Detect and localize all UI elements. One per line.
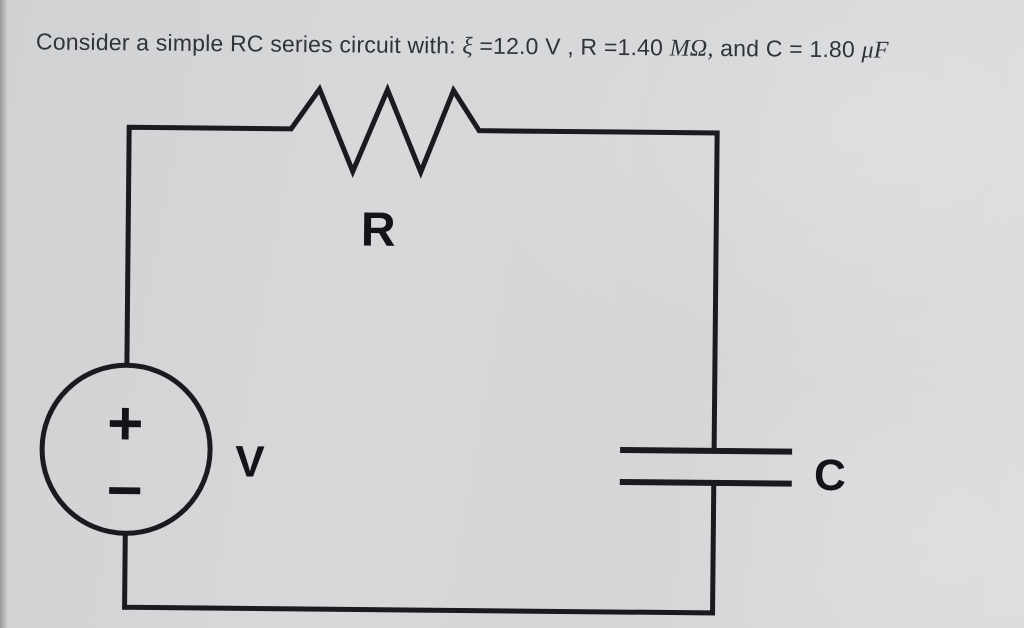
source-label: V <box>235 437 265 486</box>
photo-left-edge <box>0 0 8 628</box>
wire-bottom <box>122 482 717 616</box>
resistor-label: R <box>361 204 396 257</box>
voltage-source-circle <box>39 362 213 536</box>
source-plus-sign: + <box>107 389 144 458</box>
capacitor-top-plate <box>620 447 793 455</box>
source-minus-sign: − <box>106 456 143 525</box>
capacitor-label: C <box>814 451 846 500</box>
capacitor-bottom-plate <box>619 479 792 487</box>
wire-top-and-resistor-zigzag <box>124 83 720 451</box>
